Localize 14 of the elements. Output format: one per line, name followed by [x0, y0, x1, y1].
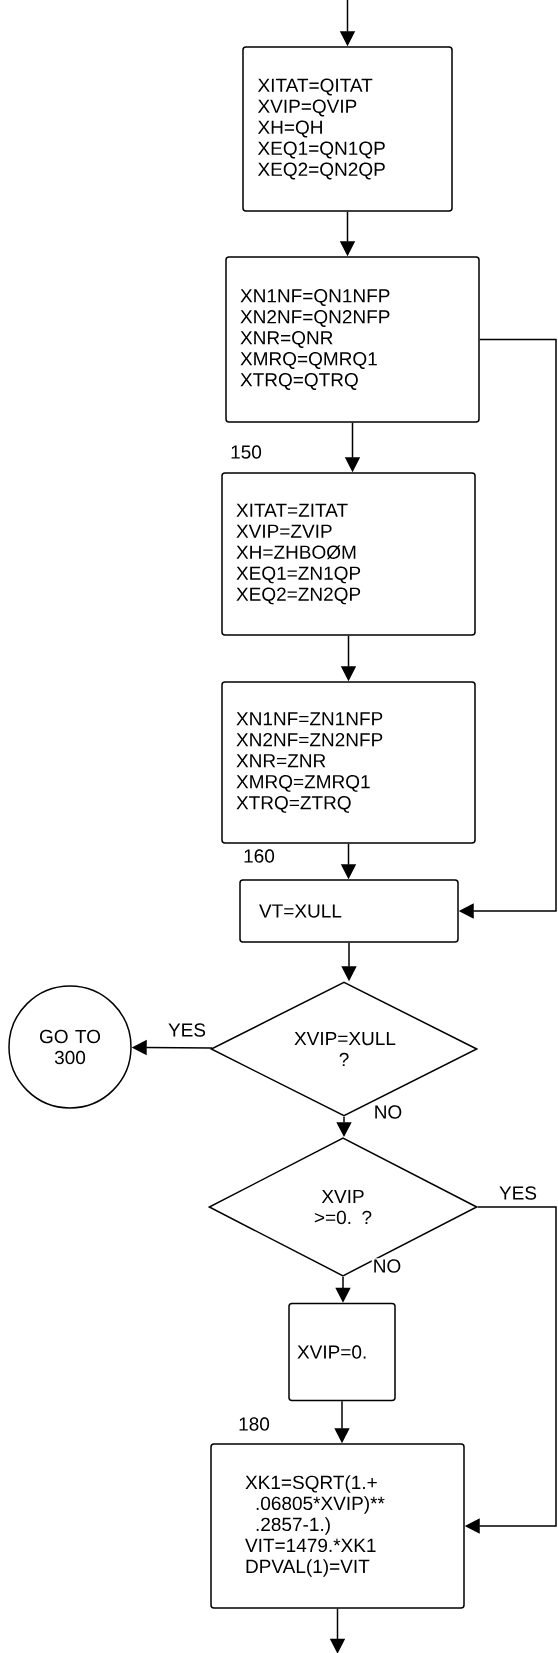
process-box: XITAT=ZITAT XVIP=ZVIP XH=ZHBOØM XEQ1=ZN1QP XEQ2=ZN2QP: [221, 472, 476, 636]
edge-label: YES: [168, 1023, 206, 1037]
edge-label: YES: [499, 1186, 537, 1200]
line-number: 150: [231, 445, 262, 459]
process-box: XN1NF=ZN1NFP XN2NF=ZN2NFP XNR=ZNR XMRQ=ZMRQ1 XTRQ=ZTRQ: [221, 681, 476, 844]
process-box: XK1=SQRT(1.+ .06805*XVIP)** .2857-1.) VIT=1479.*XK1 DPVAL(1)=VIT: [210, 1443, 465, 1609]
line-number: 160: [244, 849, 275, 863]
process-box: XVIP=0.: [288, 1302, 396, 1402]
process-box: XN1NF=QN1NFP XN2NF=QN2NFP XNR=QNR XMRQ=QMRQ1 XTRQ=QTRQ: [225, 256, 480, 423]
process-box: VT=XULL: [239, 879, 459, 943]
edge-label: NO: [374, 1259, 401, 1273]
edge-label: NO: [375, 1105, 402, 1119]
line-number: 180: [239, 1417, 270, 1431]
process-box: XITAT=QITAT XVIP=QVIP XH=QH XEQ1=QN1QP XEQ2=QN2QP: [242, 46, 453, 212]
